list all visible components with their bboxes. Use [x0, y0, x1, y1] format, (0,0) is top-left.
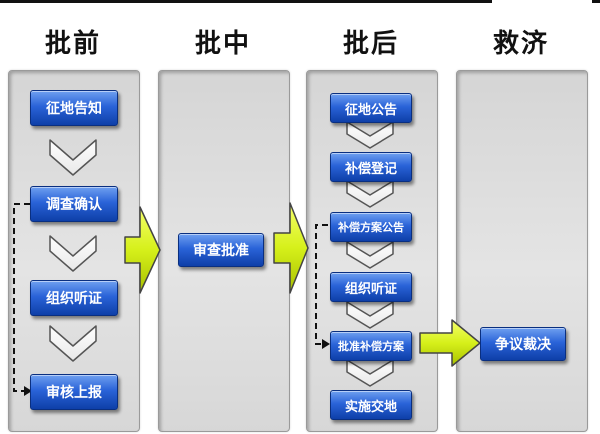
panel-after-approval [306, 70, 438, 432]
heading-remedy: 救济 [492, 29, 549, 59]
feedback-dashed-connector-col1 [13, 203, 30, 392]
step-review-report: 审核上报 [30, 374, 118, 410]
chevron-down-icon-col1-2 [49, 235, 97, 272]
chevron-down-icon-col3-4 [346, 301, 394, 329]
top-rule [0, 0, 600, 3]
heading-after-approval: 批后 [342, 29, 399, 59]
arrow-right-icon-3 [419, 319, 481, 367]
step-land-acquisition-announcement: 征地公告 [330, 93, 412, 123]
panel-before-approval [8, 70, 140, 432]
chevron-down-icon-col3-2 [346, 180, 394, 208]
chevron-down-icon-col3-5 [346, 359, 394, 387]
chevron-down-icon-col1-3 [49, 325, 97, 362]
chevron-down-icon-col3-3 [346, 241, 394, 269]
step-organize-hearing-2: 组织听证 [330, 272, 412, 302]
step-dispute-ruling: 争议裁决 [480, 327, 566, 361]
feedback-dashed-connector-col3 [315, 224, 328, 345]
step-compensation-registration: 补偿登记 [330, 152, 412, 182]
step-approve-compensation-plan: 批准补偿方案 [330, 331, 412, 361]
heading-before-approval: 批前 [44, 29, 101, 59]
step-organize-hearing-1: 组织听证 [30, 280, 118, 316]
chevron-down-icon-col3-1 [346, 121, 394, 149]
feedback-arrowhead-col3 [322, 339, 330, 349]
step-review-approval: 审查批准 [178, 233, 264, 267]
step-land-acquisition-notice: 征地告知 [30, 90, 118, 126]
step-investigation-confirmation: 调查确认 [30, 186, 118, 222]
feedback-arrowhead-col1 [24, 386, 32, 396]
panel-remedy [456, 70, 588, 432]
chevron-down-icon-col1-1 [49, 139, 97, 176]
heading-during-approval: 批中 [194, 29, 251, 59]
step-implement-land-handover: 实施交地 [330, 390, 412, 420]
arrow-right-icon-2 [273, 202, 309, 294]
step-compensation-plan-announcement: 补偿方案公告 [330, 212, 412, 242]
arrow-right-icon-1 [124, 206, 161, 294]
top-rule-gap [492, 0, 592, 3]
